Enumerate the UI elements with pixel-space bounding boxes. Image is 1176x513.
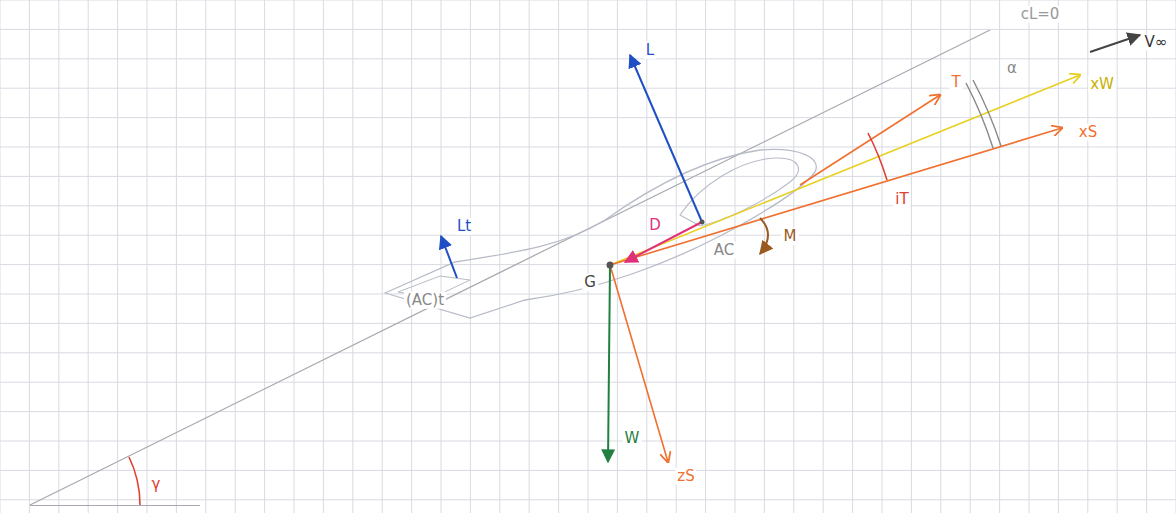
point-label: (AC)t: [404, 292, 446, 309]
grid-line: [235, 0, 236, 513]
grid-line: [29, 0, 30, 513]
grid-line: [705, 0, 706, 513]
grid-line: [147, 0, 148, 513]
grid-line: [646, 0, 647, 513]
thrust-arrow: [800, 95, 940, 185]
grid-line: [117, 0, 118, 513]
moment-label: M: [782, 228, 799, 245]
grid-line: [88, 0, 89, 513]
grid-line: [0, 323, 1176, 324]
it-arc: [868, 133, 887, 180]
grid-line: [0, 88, 1176, 89]
grid-line: [940, 0, 941, 513]
grid-line: [0, 176, 1176, 177]
grid-line: [411, 0, 412, 513]
grid-line: [588, 0, 589, 513]
force-label: D: [647, 217, 663, 234]
weight-arrow: [608, 265, 610, 462]
grid-line: [999, 0, 1000, 513]
aerodynamic-centre-dot: [700, 220, 705, 225]
point-label: AC: [712, 242, 736, 259]
grid-line: [823, 0, 824, 513]
gamma-arc: [129, 457, 140, 505]
grid-line: [0, 294, 1176, 295]
grid-line: [911, 0, 912, 513]
grid-line: [352, 0, 353, 513]
grid-line: [264, 0, 265, 513]
grid-line: [382, 0, 383, 513]
flight-path-line: [30, 30, 990, 505]
grid-line: [764, 0, 765, 513]
grid-line: [852, 0, 853, 513]
grid-line: [294, 0, 295, 513]
grid-line: [0, 411, 1176, 412]
grid-line: [0, 58, 1176, 59]
line-label: cL=0: [1019, 6, 1062, 23]
grid-line: [0, 264, 1176, 265]
grid-line: [499, 0, 500, 513]
grid-line: [205, 0, 206, 513]
grid-line: [0, 382, 1176, 383]
velocity-arrow: [1090, 35, 1140, 52]
grid-line: [882, 0, 883, 513]
axis-label: xW: [1088, 76, 1116, 93]
grid-line: [970, 0, 971, 513]
grid-line: [0, 0, 1, 513]
force-label: L: [644, 42, 656, 59]
grid-line: [1029, 0, 1030, 513]
grid-line: [617, 0, 618, 513]
force-label: Lt: [455, 218, 473, 235]
grid-line: [1117, 0, 1118, 513]
axis-label: zS: [675, 468, 696, 485]
horizontal-reference: [30, 505, 200, 506]
xs-axis: [610, 128, 1062, 265]
grid-line: [176, 0, 177, 513]
grid-line: [0, 352, 1176, 353]
drag-arrow: [625, 222, 702, 262]
angle-label: α: [1005, 60, 1019, 77]
angle-label: γ: [150, 476, 163, 493]
tail-lift-arrow: [441, 236, 457, 278]
grid-line: [0, 235, 1176, 236]
grid-line: [1058, 0, 1059, 513]
velocity-label: V∞: [1143, 34, 1170, 51]
zs-axis: [610, 265, 668, 462]
force-label: T: [949, 74, 962, 91]
grid-line: [1146, 0, 1147, 513]
grid-line: [0, 117, 1176, 118]
alpha-arc: [973, 80, 1001, 146]
moment-arrow: [760, 218, 768, 254]
grid-line: [0, 205, 1176, 206]
axis-label: xS: [1077, 124, 1099, 141]
force-label: W: [623, 430, 642, 447]
grid-line: [558, 0, 559, 513]
angle-label: iT: [893, 191, 910, 208]
grid-line: [0, 0, 1176, 1]
grid-line: [0, 441, 1176, 442]
point-label: G: [582, 274, 598, 291]
grid-line: [441, 0, 442, 513]
grid-line: [793, 0, 794, 513]
grid-line: [58, 0, 59, 513]
grid-line: [470, 0, 471, 513]
grid-line: [323, 0, 324, 513]
grid-line: [0, 470, 1176, 471]
grid-line: [529, 0, 530, 513]
fuselage-outline: [385, 150, 816, 318]
centre-of-gravity-dot: [607, 262, 614, 269]
grid-line: [0, 29, 1176, 30]
grid-line: [0, 499, 1176, 500]
wing-outline: [680, 158, 798, 226]
lift-arrow: [630, 55, 702, 222]
